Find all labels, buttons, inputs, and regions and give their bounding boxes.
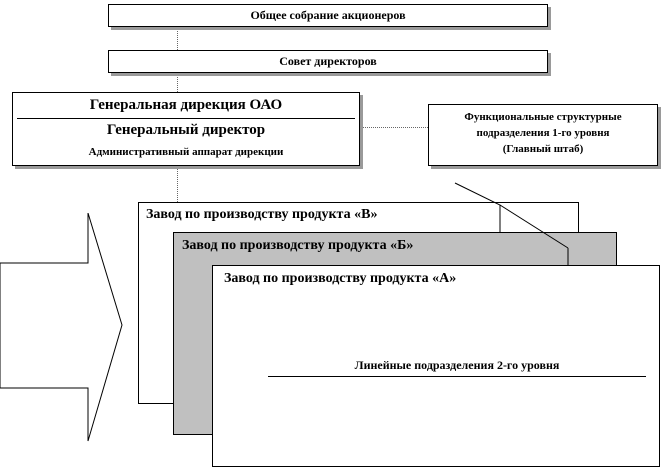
functional-units-line3: (Главный штаб) [502, 143, 584, 155]
connector-board-directorate [177, 73, 178, 92]
administrative-apparatus-label: Административный аппарат дирекции [88, 146, 284, 158]
functional-units-line2: подразделения 1-го уровня [476, 127, 610, 139]
general-director-label: Генеральный директор [106, 122, 266, 138]
general-directorate-title: Генеральная дирекция ОАО [89, 97, 283, 113]
plant-a-box [212, 265, 660, 467]
general-directorate-box: Генеральная дирекция ОАО Генеральный дир… [12, 92, 360, 166]
directorate-divider [17, 118, 355, 119]
line-units-underline [268, 376, 646, 377]
connector-directorate-plants [177, 166, 178, 204]
board-label: Совет директоров [279, 54, 377, 68]
functional-units-box: Функциональные структурные подразделения… [428, 104, 658, 166]
board-box: Совет директоров [108, 50, 548, 73]
arrow-right-icon [0, 213, 123, 442]
line-units-label: Линейные подразделения 2-го уровня [354, 358, 560, 372]
functional-units-line1: Функциональные структурные [464, 111, 622, 123]
connector-shareholders-board [177, 27, 178, 50]
shareholders-box: Общее собрание акционеров [108, 4, 548, 27]
connector-directorate-functional [360, 127, 428, 128]
plant-a-title: Завод по производству продукта «А» [224, 271, 457, 286]
plant-b-title: Завод по производству продукта «Б» [182, 238, 414, 253]
plant-v-title: Завод по производству продукта «В» [146, 207, 378, 222]
shareholders-label: Общее собрание акционеров [250, 8, 406, 22]
